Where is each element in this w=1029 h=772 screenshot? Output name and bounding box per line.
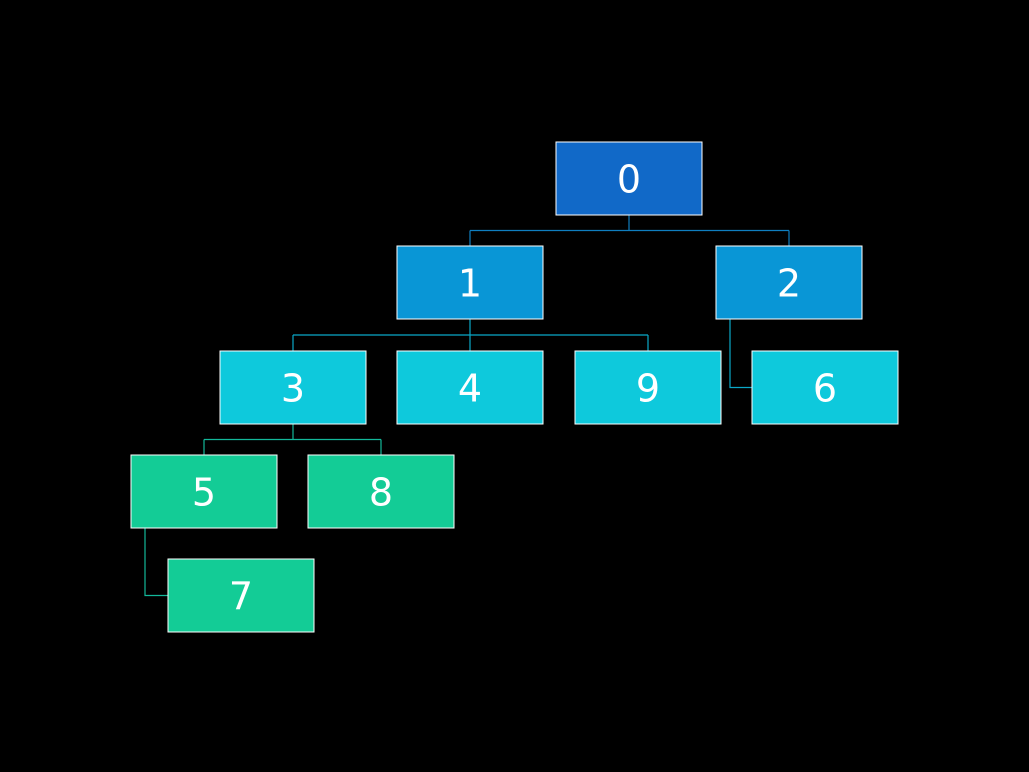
node-box[interactable] — [307, 454, 455, 529]
node-label: 0 — [617, 158, 641, 202]
node-box[interactable] — [396, 350, 544, 425]
node-label: 2 — [777, 262, 801, 306]
connector-n1-children — [292, 319, 649, 351]
node-5[interactable]: 5 — [130, 454, 278, 529]
node-2[interactable]: 2 — [715, 245, 863, 320]
connector-n3-children — [203, 424, 382, 455]
node-box[interactable] — [555, 141, 703, 216]
node-8[interactable]: 8 — [307, 454, 455, 529]
node-box[interactable] — [167, 558, 315, 633]
node-label: 7 — [229, 575, 253, 619]
node-1[interactable]: 1 — [396, 245, 544, 320]
node-label: 8 — [369, 471, 393, 515]
connector-n2-n6 — [729, 319, 752, 389]
node-label: 6 — [813, 367, 837, 411]
node-label: 5 — [192, 471, 216, 515]
node-6[interactable]: 6 — [751, 350, 899, 425]
node-7[interactable]: 7 — [167, 558, 315, 633]
node-label: 1 — [458, 262, 482, 306]
node-box[interactable] — [130, 454, 278, 529]
connector-n0-children — [469, 215, 790, 246]
node-label: 4 — [458, 367, 482, 411]
node-box[interactable] — [715, 245, 863, 320]
node-0[interactable]: 0 — [555, 141, 703, 216]
node-label: 9 — [636, 367, 660, 411]
node-4[interactable]: 4 — [396, 350, 544, 425]
node-9[interactable]: 9 — [574, 350, 722, 425]
node-box[interactable] — [219, 350, 367, 425]
node-3[interactable]: 3 — [219, 350, 367, 425]
node-label: 3 — [281, 367, 305, 411]
node-box[interactable] — [574, 350, 722, 425]
connector-layer — [144, 215, 790, 597]
connector-n5-n7 — [144, 528, 168, 597]
node-box[interactable] — [751, 350, 899, 425]
node-layer: 0 1 2 3 4 9 6 5 8 7 — [130, 141, 899, 633]
node-box[interactable] — [396, 245, 544, 320]
